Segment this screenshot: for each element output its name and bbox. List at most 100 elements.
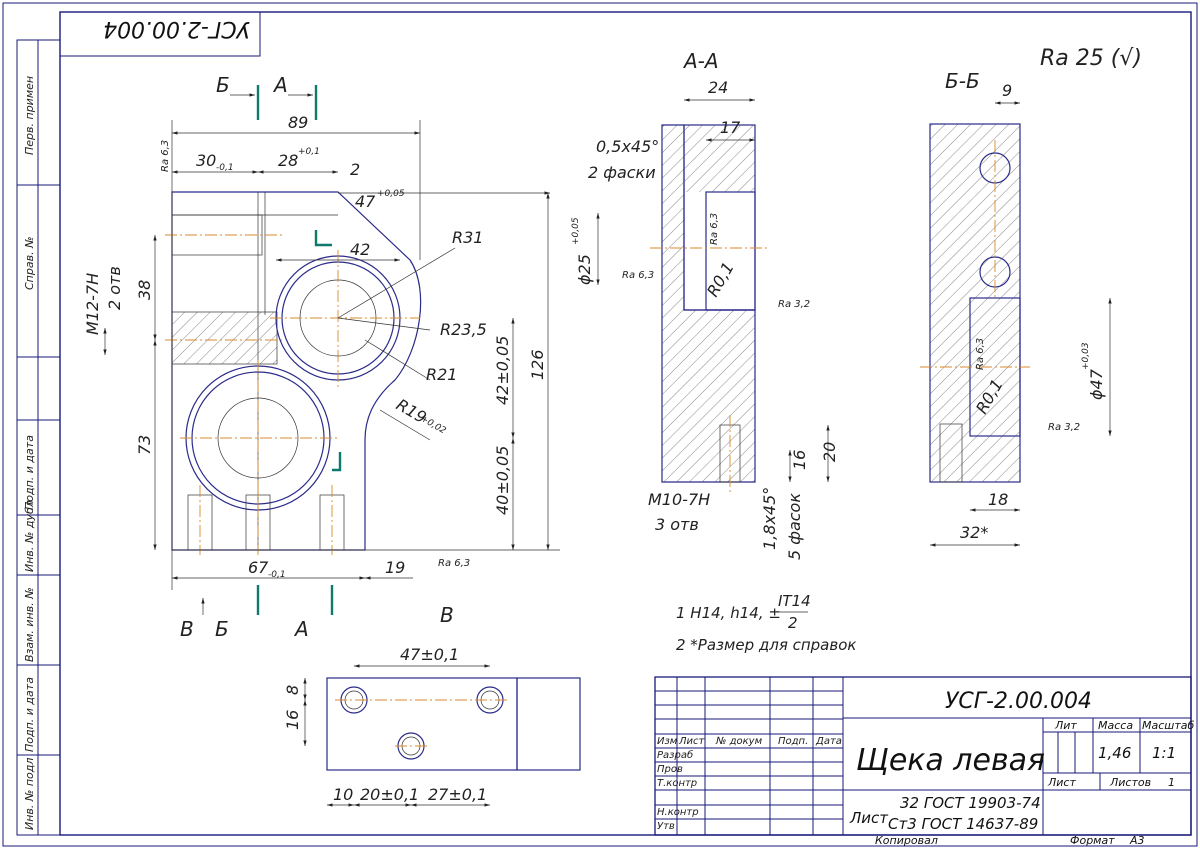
- stamp-row-labels: Изм Лист № докум Подп. Дата Разраб Пров …: [657, 736, 842, 832]
- section-bb: [920, 101, 1112, 547]
- dim-38: 38: [135, 280, 154, 300]
- v-dim-27: 27±0,1: [428, 785, 487, 804]
- bb-ra32: Ra 3,2: [1048, 422, 1080, 433]
- material-1: 32 ГОСТ 19903-74: [900, 794, 1041, 812]
- aa-dia25-tol: +0,05: [571, 217, 581, 245]
- v-dim-8: 8: [283, 685, 302, 695]
- sheets-label: Листов: [1109, 776, 1151, 789]
- side-label-podp2: Подп. и дата: [23, 677, 36, 752]
- view-v-title: В: [440, 603, 454, 627]
- dim-28-tol: +0,1: [298, 147, 320, 157]
- stamp-utv: Утв: [657, 821, 675, 832]
- aa-dim-20: 20: [820, 442, 839, 462]
- ra-63-a: Ra 6,3: [160, 140, 171, 172]
- ra-63-b: Ra 6,3: [438, 558, 470, 569]
- dim-28: 28: [278, 151, 298, 170]
- side-label-podp1: Подп. и дата: [23, 435, 36, 510]
- material-sheet: Лист: [849, 809, 889, 827]
- dim-2: 2: [350, 160, 360, 179]
- cut-a-bottom: А: [293, 617, 309, 641]
- note-1: 1 H14, h14, ±: [676, 604, 781, 622]
- stamp-doc: № докум: [715, 736, 763, 747]
- thread-m12-n: 2 отв: [105, 266, 124, 310]
- dim-42: 42: [350, 240, 370, 259]
- bottom-holes: [187, 485, 345, 555]
- scale-label: Масштаб: [1142, 719, 1194, 732]
- side-label-perv: Перв. примен: [23, 76, 36, 155]
- bb-dim-18: 18: [988, 490, 1008, 509]
- aa-dim-16: 16: [790, 450, 809, 470]
- side-label-sprav: Справ. №: [23, 236, 36, 290]
- dim-r23: R23,5: [440, 320, 487, 339]
- dim-47: 47: [355, 192, 376, 211]
- sheet-label: Лист: [1047, 776, 1076, 789]
- v-dim-47: 47±0,1: [400, 645, 459, 664]
- aa-ch18-n: 5 фасок: [785, 493, 804, 560]
- aa-chamfer: 0,5x45°: [596, 137, 659, 156]
- format-value: А3: [1129, 834, 1145, 847]
- note-1-frac-top: IT14: [778, 592, 811, 610]
- bb-dim-32: 32*: [960, 523, 988, 542]
- cut-a-top: А: [272, 73, 288, 97]
- v-dim-20: 20±0,1: [360, 785, 419, 804]
- v-dim-16: 16: [283, 710, 302, 730]
- doc-code: УСГ-2.00.004: [945, 689, 1092, 714]
- main-view: [103, 85, 560, 615]
- section-bb-labels: Б-Б Ra 25 (√) 9 ϕ47 +0,03 Ra 6,3 R0,1 Ra…: [945, 46, 1142, 542]
- format-label: Формат: [1070, 834, 1115, 847]
- dim-r19-tol: +0,02: [419, 414, 448, 437]
- view-arrow-label: В: [180, 617, 194, 641]
- side-labels: Перв. примен Справ. № Подп. и дата Инв. …: [23, 76, 36, 830]
- stamp-razrab: Разраб: [657, 749, 693, 761]
- roughness-general: Ra 25 (√): [1040, 46, 1142, 71]
- dim-89: 89: [288, 113, 308, 132]
- section-aa-title: А-А: [682, 49, 719, 73]
- dim-47-tol: +0,05: [377, 189, 405, 199]
- dim-30: 30: [196, 151, 216, 170]
- dim-r21: R21: [426, 365, 457, 384]
- cut-b-bottom: Б: [215, 617, 229, 641]
- side-label-dubl: Инв. № дубл: [23, 500, 36, 572]
- aa-ra63-d: Ra 6,3: [709, 213, 720, 245]
- aa-thread-n: 3 отв: [655, 515, 699, 534]
- aa-dim-24: 24: [708, 78, 728, 97]
- material-2: Ст3 ГОСТ 14637-89: [888, 815, 1038, 833]
- dim-30-tol: -0,1: [216, 163, 234, 173]
- stamp-nkontr: Н.контр: [657, 807, 699, 818]
- part-name: Щека левая: [856, 743, 1045, 778]
- copied-label: Копировал: [875, 834, 938, 847]
- stamp-tkontr: Т.контр: [657, 778, 697, 789]
- stamp-date: Дата: [815, 736, 842, 747]
- mass-value: 1,46: [1098, 744, 1131, 762]
- v-dim-10: 10: [333, 785, 353, 804]
- aa-r01: R0,1: [703, 259, 738, 300]
- aa-ra63-c: Ra 6,3: [622, 270, 654, 281]
- dim-67: 67: [248, 558, 269, 577]
- mass-label: Масса: [1098, 719, 1133, 732]
- title-block: [654, 676, 1192, 836]
- scale-value: 1:1: [1152, 744, 1176, 762]
- thread-m12: M12-7H: [83, 273, 102, 335]
- section-aa-labels: А-А 24 17 0,5x45° 2 фаски ϕ25 +0,05 Ra 6…: [571, 49, 839, 560]
- main-view-labels: Б А 89 30 -0,1 28 +0,1 2 47 +0,05 42 R31…: [83, 73, 547, 641]
- dim-42v: 42±0,05: [493, 336, 512, 405]
- stamp-sign: Подп.: [778, 736, 808, 747]
- aa-dia25: ϕ25: [575, 254, 594, 285]
- note-1-frac-bot: 2: [788, 614, 798, 632]
- dim-40v: 40±0,05: [493, 446, 512, 515]
- side-label-podl: Инв. № подл: [23, 758, 36, 830]
- aa-chamfer-n: 2 фаски: [588, 163, 656, 182]
- lit-label: Лит: [1054, 719, 1077, 732]
- sheets-value: 1: [1168, 776, 1175, 789]
- dim-19: 19: [385, 558, 405, 577]
- cut-b-top: Б: [216, 73, 230, 97]
- dim-67-tol: -0,1: [268, 570, 286, 580]
- aa-thread: M10-7H: [648, 490, 710, 509]
- aa-ra32: Ra 3,2: [778, 299, 810, 310]
- dim-r31: R31: [452, 228, 483, 247]
- section-bb-title: Б-Б: [945, 69, 980, 93]
- bb-dia47-tol: +0,03: [1081, 342, 1091, 370]
- bb-dim-9: 9: [1002, 81, 1012, 100]
